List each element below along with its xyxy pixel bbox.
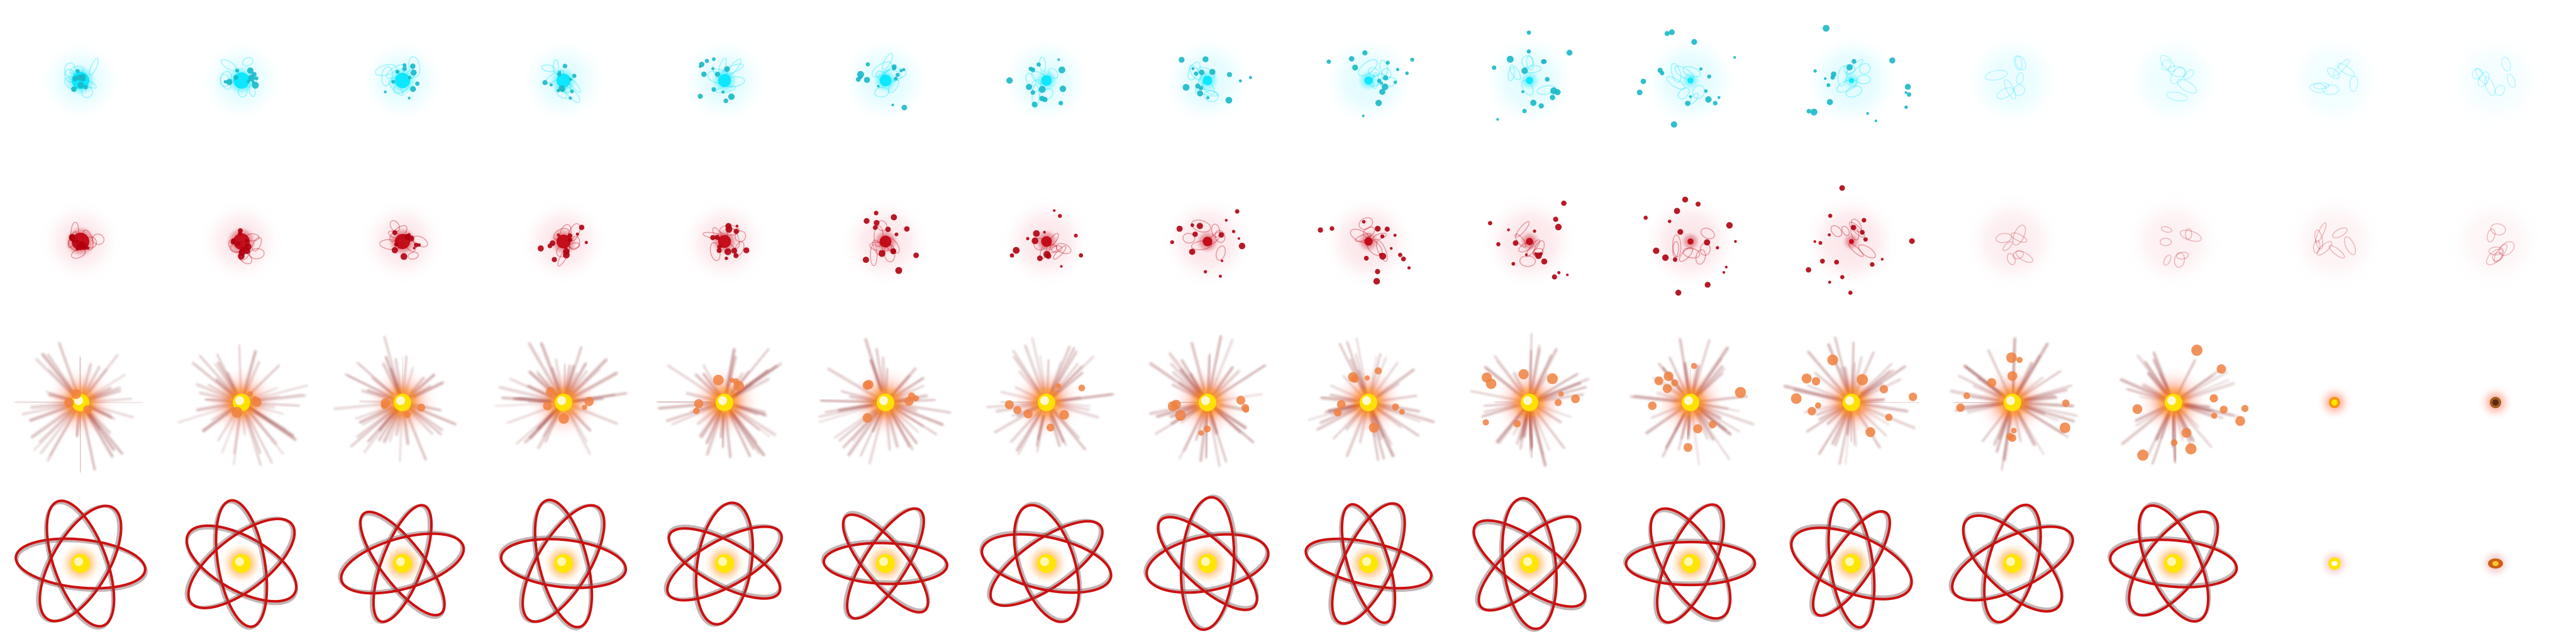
sprite-row-fire-explosion (14, 333, 2506, 473)
spark-burst-frame (2463, 209, 2528, 274)
spark-burst-frame (2141, 48, 2206, 113)
spark-burst-frame (1326, 49, 1414, 118)
spark-burst-frame (54, 215, 107, 268)
explosion-frame (1629, 338, 1755, 466)
spark-burst-frame (1806, 25, 1912, 123)
sprite-row-red-spark-burst (54, 185, 2528, 296)
orbit-rings-frame (338, 504, 465, 625)
orbit-rings-frame (1304, 502, 1434, 626)
orbit-rings-frame (14, 499, 148, 630)
orbit-rings-frame (1948, 503, 2074, 625)
spark-burst-frame (535, 213, 592, 270)
orbit-rings-frame (663, 501, 783, 627)
explosion-frame (177, 343, 308, 466)
explosion-frame (1950, 336, 2078, 470)
explosion-frame (2324, 392, 2345, 413)
spark-burst-frame (1006, 50, 1077, 111)
spark-burst-frame (696, 213, 753, 270)
explosion-frame (986, 337, 1114, 455)
explosion-frame (2119, 345, 2249, 465)
spark-burst-frame (855, 51, 915, 111)
orbit-rings-frame (2107, 502, 2238, 623)
explosion-frame (333, 336, 457, 462)
explosion-frame (494, 342, 628, 455)
explosion-frame (1149, 335, 1267, 467)
spark-burst-frame (214, 214, 269, 269)
spark-burst-frame (214, 53, 269, 108)
orbit-rings-frame (2326, 555, 2343, 572)
explosion-frame (657, 348, 782, 458)
spark-burst-frame (1492, 30, 1573, 121)
spark-burst-frame (2463, 48, 2528, 113)
explosion-frame (1783, 336, 1920, 465)
spark-burst-frame (1806, 185, 1915, 295)
orbit-rings-frame (1472, 497, 1587, 632)
orbit-rings-frame (821, 507, 949, 620)
spark-burst-frame (856, 211, 919, 274)
orbit-rings-frame (498, 498, 628, 631)
spark-burst-frame (375, 214, 430, 269)
spark-burst-frame (696, 52, 753, 109)
spark-burst-frame (535, 52, 592, 109)
orbit-rings-frame (979, 501, 1113, 623)
spark-burst-frame (1177, 50, 1252, 111)
spark-burst-frame (54, 54, 107, 107)
explosion-frame (2485, 392, 2506, 413)
orbit-rings-frame (1789, 498, 1913, 631)
orbit-rings-frame (2487, 555, 2504, 572)
spark-burst-frame (1636, 29, 1736, 128)
spark-burst-frame (1643, 196, 1737, 296)
explosion-frame (14, 342, 143, 473)
spark-burst-frame (1980, 209, 2045, 274)
spark-burst-frame (1318, 210, 1411, 285)
spark-burst-frame (2141, 209, 2206, 274)
orbit-rings-frame (1623, 503, 1757, 625)
spark-burst-frame (1170, 209, 1246, 278)
spark-burst-frame (1487, 200, 1569, 280)
sprite-row-orbit-energy-ring (14, 494, 2504, 632)
orbit-rings-frame (1143, 494, 1270, 631)
orbit-rings-frame (184, 499, 298, 630)
explosion-frame (1470, 333, 1590, 467)
spark-burst-frame (1009, 209, 1084, 272)
spark-burst-frame (2302, 209, 2367, 274)
sprite-row-cyan-spark-burst (54, 25, 2528, 128)
explosion-frame (818, 338, 952, 465)
explosion-frame (1307, 337, 1435, 461)
spark-burst-frame (2302, 48, 2367, 113)
spark-burst-frame (375, 53, 430, 108)
spark-burst-frame (1980, 48, 2045, 113)
